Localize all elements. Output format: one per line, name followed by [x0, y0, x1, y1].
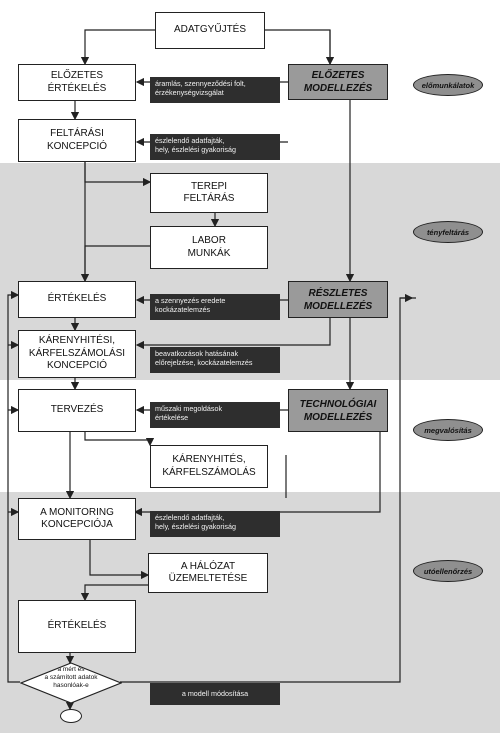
note-beavatkozasok: beavatkozások hatásának előrejelzése, ko…	[150, 347, 280, 373]
decision-diamond	[20, 662, 122, 704]
box-karenyhitesi-koncepcio: KÁRENYHITÉSI, KÁRFELSZÁMOLÁSI KONCEPCIÓ	[18, 330, 136, 378]
decision-label: a mért és a számított adatok hasonlóak-e	[44, 666, 98, 689]
note-muszaki: műszaki megoldások értékelése	[150, 402, 280, 428]
box-tervezes: TERVEZÉS	[18, 389, 136, 432]
note-eszlelendo-2: észlelendő adatfajták, hely, észlelési g…	[150, 511, 280, 537]
model-reszletes-modellezes: RÉSZLETES MODELLEZÉS	[288, 281, 388, 318]
box-ertekeles-2: ÉRTÉKELÉS	[18, 600, 136, 653]
phase-label-tenyfeltaras: tényfeltárás	[413, 221, 483, 243]
note-szennyezes-eredete: a szennyezés eredete kockázatelemzés	[150, 294, 280, 320]
model-elozetes-modellezes: ELŐZETES MODELLEZÉS	[288, 64, 388, 100]
model-technologiai-modellezes: TECHNOLÓGIAI MODELLEZÉS	[288, 389, 388, 432]
phase-label-elomunkalatok: előmunkálatok	[413, 74, 483, 96]
box-karenyhites-karfelszamolas: KÁRENYHITÉS, KÁRFELSZÁMOLÁS	[150, 445, 268, 488]
box-labor-munkak: LABOR MUNKÁK	[150, 226, 268, 269]
note-modell-modositasa: a modell módosítása	[150, 683, 280, 705]
box-terepi-feltaras: TEREPI FELTÁRÁS	[150, 173, 268, 213]
box-ertekeles-1: ÉRTÉKELÉS	[18, 281, 136, 318]
end-terminal-oval	[60, 709, 82, 723]
phase-label-megvalositas: megvalósítás	[413, 419, 483, 441]
box-halozat-uzemeltetese: A HÁLÓZAT ÜZEMELTETÉSE	[148, 553, 268, 593]
box-feltarasi-koncepcio: FELTÁRÁSI KONCEPCIÓ	[18, 119, 136, 162]
phase-label-utoellenorzes: utóellenőrzés	[413, 560, 483, 582]
box-adatgyujtes: ADATGYŰJTÉS	[155, 12, 265, 49]
box-monitoring-koncepcio: A MONITORING KONCEPCIÓJA	[18, 498, 136, 540]
note-aramlas: áramlás, szennyeződési folt, érzékenység…	[150, 77, 280, 103]
box-elozetes-ertekeles: ELŐZETES ÉRTÉKELÉS	[18, 64, 136, 101]
note-eszlelendo-1: észlelendő adatfajták, hely, észlelési g…	[150, 134, 280, 160]
